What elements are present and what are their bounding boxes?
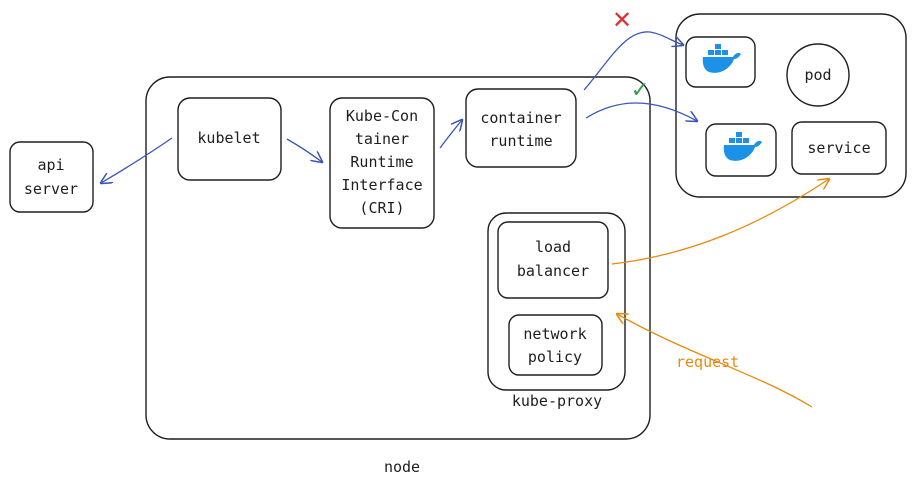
cri-label-line3: Runtime (350, 153, 413, 171)
load-balancer-label-line2: balancer (517, 262, 589, 280)
cri-label-line2: tainer (355, 130, 409, 148)
kube-proxy-box (487, 212, 626, 391)
kubelet-box (177, 97, 282, 181)
cri-label-line1: Kube-Con (346, 107, 418, 125)
pod-label: pod (804, 66, 831, 84)
arrow-kubelet-to-api-server (101, 137, 173, 183)
arrow-request-to-kube-proxy (617, 314, 813, 408)
kube-proxy-label: kube-proxy (512, 392, 602, 410)
arrow-load-balancer-to-service (611, 179, 829, 265)
pod-group-box (675, 13, 907, 198)
pod-circle (786, 43, 850, 107)
docker-box-top (685, 36, 756, 88)
api-server-label-line2: server (24, 180, 78, 198)
cri-label-line4: Interface (341, 176, 422, 194)
docker-box-bottom (705, 123, 777, 177)
arrow-runtime-to-top-container-failed (583, 31, 683, 91)
docker-icon (702, 44, 741, 73)
arrow-runtime-to-bottom-container-ok (585, 102, 697, 121)
arrow-cri-to-container-runtime (439, 120, 462, 149)
service-label: service (807, 139, 870, 157)
api-server-box (9, 141, 94, 213)
fail-cross-icon: ✕ (612, 6, 632, 34)
request-label: request (676, 353, 739, 371)
load-balancer-box (497, 221, 609, 299)
container-runtime-label-line2: runtime (489, 132, 552, 150)
service-box (791, 121, 887, 175)
api-server-label-line1: api (37, 156, 64, 174)
docker-icon (723, 132, 762, 161)
cri-box (329, 97, 435, 229)
container-runtime-label-line1: container (480, 109, 561, 127)
arrow-kubelet-to-cri (286, 138, 322, 162)
node-label: node (384, 458, 420, 476)
network-policy-label-line1: network (523, 325, 586, 343)
ok-check-icon: ✓ (631, 78, 649, 103)
network-policy-label-line2: policy (528, 348, 582, 366)
cri-label-line5: (CRI) (359, 199, 404, 217)
network-policy-box (508, 314, 603, 376)
kubelet-label: kubelet (197, 129, 260, 147)
container-runtime-box (465, 88, 577, 168)
load-balancer-label-line1: load (535, 238, 571, 256)
